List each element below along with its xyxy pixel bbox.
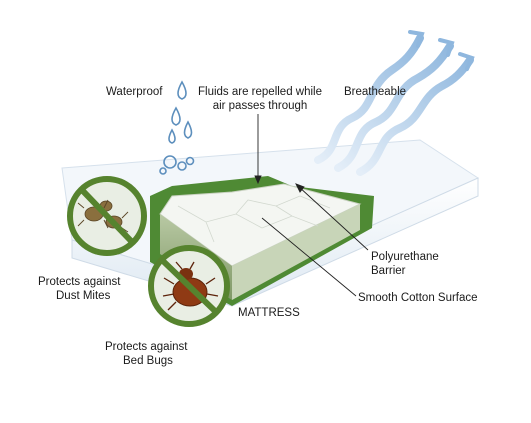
dust-mite-prohibited-icon [67,176,147,256]
water-drops-icon [159,80,195,175]
airflow-arrows-icon [314,30,475,176]
bed-bugs-line1: Protects against [105,341,188,353]
mattress-block [159,183,362,300]
barrier-pointer [297,185,369,251]
polyurethane-line2: Barrier [371,265,406,277]
bed-bug-prohibited-icon [148,245,230,327]
waterproof-label: Waterproof [106,86,163,98]
fluids-line2: air passes through [212,100,308,112]
dust-mites-line1: Protects against [38,276,121,288]
fluids-line1: Fluids are repelled while [197,86,322,98]
mattress-label: MATTRESS [238,307,300,319]
pointer-lines [254,114,369,297]
dust-mites-line2: Dust Mites [56,290,111,302]
cotton-pointer [261,217,357,297]
cotton-label: Smooth Cotton Surface [358,292,478,304]
breatheable-label: Breatheable [344,86,407,98]
polyurethane-line1: Polyurethane [371,251,439,263]
bed-bugs-line2: Bed Bugs [123,355,173,367]
